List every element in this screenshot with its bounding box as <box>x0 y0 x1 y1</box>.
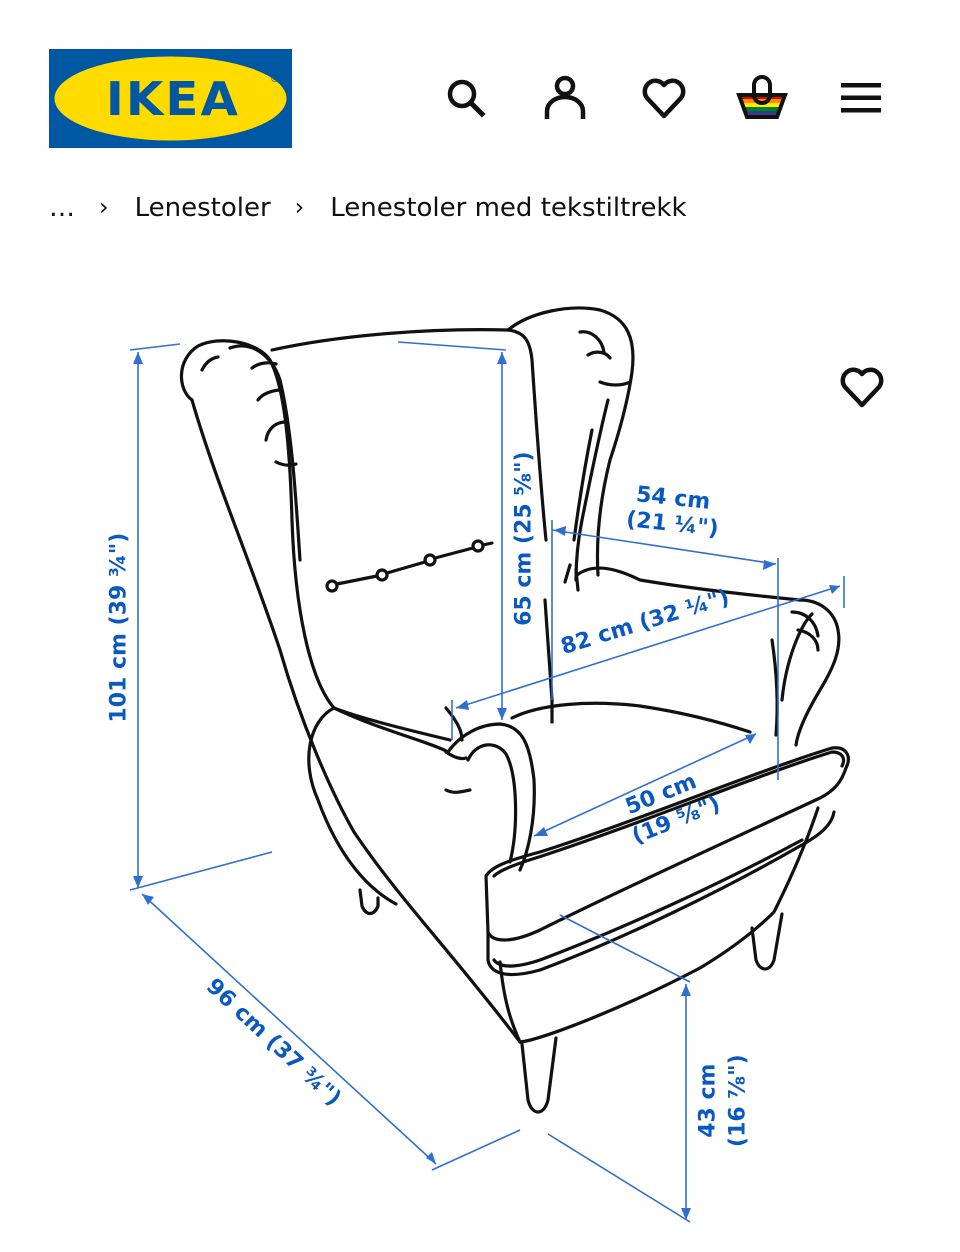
logo-text: IKEA <box>106 73 240 127</box>
menu-icon <box>841 83 881 113</box>
chevron-right-icon: › <box>99 193 109 221</box>
favorites-button[interactable] <box>636 70 692 126</box>
breadcrumb-lenestoler[interactable]: Lenestoler <box>134 193 271 223</box>
profile-button[interactable] <box>537 70 593 126</box>
ikea-logo[interactable]: IKEA ® <box>49 49 292 148</box>
dim-backrest-height: 65 cm (25 ⅝") <box>511 451 537 626</box>
dim-total-height: 101 cm (39 ¾") <box>106 532 132 723</box>
search-icon <box>447 79 486 118</box>
user-icon <box>544 75 586 119</box>
add-to-favorites-button[interactable] <box>832 358 892 416</box>
product-dimension-image[interactable]: 101 cm (39 ¾") 65 cm (25 ⅝") 54 cm (21 ¼… <box>0 270 960 1252</box>
cart-button[interactable] <box>734 70 790 126</box>
registered-mark: ® <box>270 74 280 85</box>
dim-seat-height-in: (16 ⅞") <box>725 1054 751 1147</box>
breadcrumb-lenestoler-tekstiltrekk[interactable]: Lenestoler med tekstiltrekk <box>330 193 687 223</box>
site-header: IKEA ® <box>0 0 960 170</box>
menu-button[interactable] <box>833 70 889 126</box>
search-button[interactable] <box>438 70 494 126</box>
ikea-logo-graphic: IKEA ® <box>49 49 292 148</box>
chevron-right-icon: › <box>294 193 305 221</box>
breadcrumb: … › Lenestoler › Lenestoler med tekstilt… <box>49 188 687 228</box>
heart-icon <box>642 78 686 119</box>
heart-icon <box>840 367 884 408</box>
wingback-chair-drawing <box>129 306 850 1223</box>
breadcrumb-ellipsis[interactable]: … <box>49 193 75 223</box>
dim-seat-height-cm: 43 cm <box>695 1063 721 1138</box>
shopping-bag-icon <box>736 75 788 119</box>
